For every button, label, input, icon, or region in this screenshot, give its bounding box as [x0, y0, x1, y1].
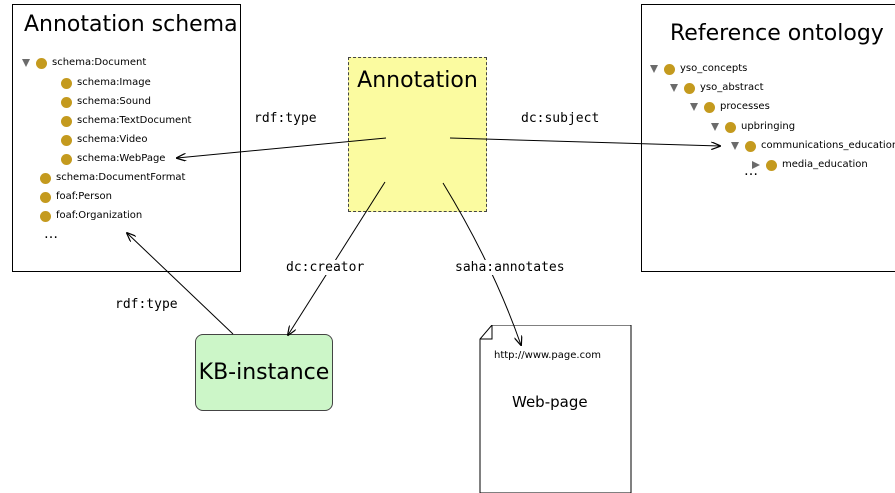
- webpage-title: Web-page: [512, 393, 588, 411]
- ontology-tree-item-communications-education[interactable]: communications_education: [731, 140, 895, 152]
- tree-item-label: schema:TextDocument: [77, 115, 192, 126]
- schema-tree-item-person[interactable]: foaf:Person: [40, 191, 112, 203]
- class-node-icon: [61, 134, 72, 146]
- tree-item-label: processes: [720, 101, 770, 112]
- schema-tree-item-image[interactable]: schema:Image: [61, 77, 151, 89]
- ontology-tree-item-media-education[interactable]: media_education: [752, 159, 868, 171]
- schema-tree-item-sound[interactable]: schema:Sound: [61, 96, 151, 108]
- ontology-tree-item-upbringing[interactable]: upbringing: [711, 121, 795, 133]
- class-node-icon: [61, 77, 72, 89]
- edge-dc-subject: [449, 137, 720, 146]
- ontology-tree-item-yso-abstract[interactable]: yso_abstract: [670, 82, 764, 94]
- tree-item-label: schema:Document: [52, 57, 147, 68]
- class-node-icon: [684, 82, 695, 94]
- edge-rdf-type-top: [177, 137, 387, 158]
- edge-rdf-type-bottom: [127, 233, 234, 335]
- kb-instance-label: KB-instance: [198, 360, 330, 385]
- edge-dc-creator: [288, 181, 386, 335]
- annotation-schema-box: [12, 4, 241, 272]
- edge-label-dc-subject: dc:subject: [520, 111, 601, 126]
- edge-label-dc-creator: dc:creator: [285, 260, 366, 275]
- ontology-tree-item-processes[interactable]: processes: [690, 101, 770, 113]
- tree-item-label: yso_abstract: [700, 82, 764, 93]
- class-node-icon: [36, 57, 47, 69]
- schema-tree-item-document[interactable]: schema:Document: [22, 57, 146, 69]
- schema-tree-item-video[interactable]: schema:Video: [61, 134, 147, 146]
- class-node-icon: [61, 96, 72, 108]
- edge-label-rdf-type-top: rdf:type: [253, 111, 318, 126]
- schema-tree-item-textdocument[interactable]: schema:TextDocument: [61, 115, 191, 127]
- collapsed-triangle-icon[interactable]: [752, 161, 760, 169]
- class-node-icon: [664, 63, 675, 75]
- tree-item-label: schema:WebPage: [77, 153, 166, 164]
- edge-label-saha-annotates: saha:annotates: [454, 260, 566, 275]
- expand-triangle-icon[interactable]: [690, 103, 698, 111]
- expand-triangle-icon[interactable]: [711, 123, 719, 131]
- class-node-icon: [745, 140, 756, 152]
- annotation-node-label: Annotation: [357, 68, 478, 93]
- schema-tree-item-webpage[interactable]: schema:WebPage: [61, 153, 165, 165]
- tree-item-label: schema:DocumentFormat: [56, 172, 186, 183]
- reference-ontology-title: Reference ontology: [670, 21, 884, 46]
- annotation-node[interactable]: Annotation: [348, 57, 487, 212]
- schema-tree-item-organization[interactable]: foaf:Organization: [40, 210, 142, 222]
- tree-item-label: schema:Sound: [77, 96, 151, 107]
- class-node-icon: [725, 121, 736, 133]
- tree-item-label: schema:Video: [77, 134, 148, 145]
- annotation-schema-title: Annotation schema: [24, 12, 238, 37]
- expand-triangle-icon[interactable]: [731, 142, 739, 150]
- expand-triangle-icon[interactable]: [650, 65, 658, 73]
- expand-triangle-icon[interactable]: [670, 84, 678, 92]
- reference-ontology-box: [641, 4, 895, 272]
- edge-label-rdf-type-bottom: rdf:type: [114, 297, 179, 312]
- tree-item-label: media_education: [782, 159, 868, 170]
- tree-item-label: upbringing: [741, 121, 796, 132]
- tree-item-label: foaf:Person: [56, 191, 112, 202]
- tree-item-label: schema:Image: [77, 77, 151, 88]
- tree-item-label: foaf:Organization: [56, 210, 143, 221]
- ontology-ellipsis: …: [744, 163, 758, 179]
- webpage-document-shape: [479, 325, 632, 493]
- tree-item-label: communications_education: [761, 140, 895, 151]
- class-node-icon: [61, 153, 72, 165]
- schema-ellipsis: …: [44, 226, 58, 242]
- class-node-icon: [766, 159, 777, 171]
- kb-instance-node[interactable]: KB-instance: [195, 334, 333, 411]
- class-node-icon: [40, 191, 51, 203]
- ontology-tree-item-yso-concepts[interactable]: yso_concepts: [650, 63, 747, 75]
- class-node-icon: [704, 101, 715, 113]
- expand-triangle-icon[interactable]: [22, 59, 30, 67]
- class-node-icon: [61, 115, 72, 127]
- webpage-url: http://www.page.com: [494, 350, 601, 361]
- tree-item-label: yso_concepts: [680, 63, 748, 74]
- class-node-icon: [40, 210, 51, 222]
- class-node-icon: [40, 172, 51, 184]
- schema-tree-item-documentformat[interactable]: schema:DocumentFormat: [40, 172, 185, 184]
